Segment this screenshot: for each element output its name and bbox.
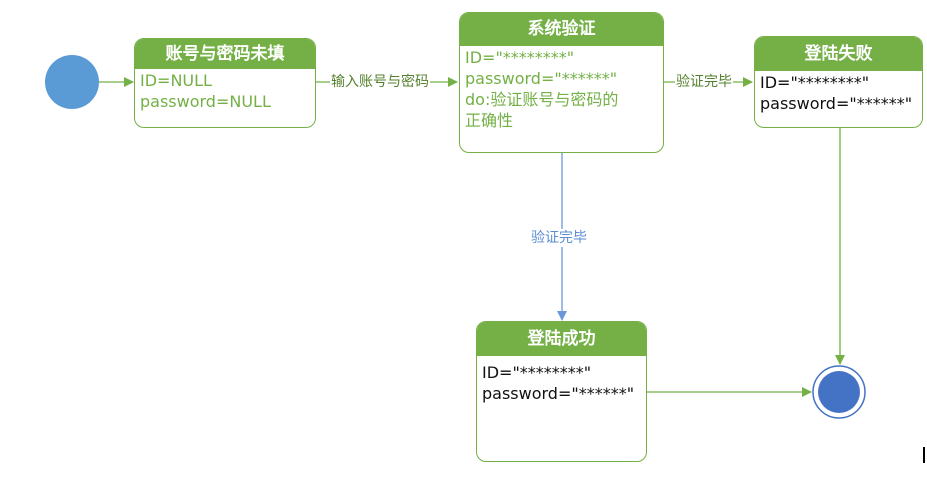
state-success-line: ID="********" — [482, 363, 592, 382]
state-verify-line: password="******" — [465, 69, 618, 88]
state-empty-line: ID=NULL — [140, 71, 212, 90]
state-success: 登陆成功 ID="********" password="******" — [476, 321, 647, 462]
state-success-title: 登陆成功 — [477, 322, 646, 356]
state-verify-line: do:验证账号与密码的 — [465, 90, 619, 109]
state-empty-line: password=NULL — [140, 92, 271, 111]
state-verify-line: 正确性 — [465, 111, 514, 130]
edge-label-done-success: 验证完毕 — [530, 229, 588, 247]
state-empty-title: 账号与密码未填 — [135, 39, 315, 69]
text-cursor — [923, 447, 925, 463]
state-fail-body: ID="********" password="******" — [755, 71, 922, 114]
edge-label-done-fail: 验证完毕 — [675, 73, 733, 91]
state-success-body: ID="********" password="******" — [477, 356, 646, 404]
start-state — [45, 55, 99, 109]
state-verify-title: 系统验证 — [460, 13, 663, 46]
state-verify: 系统验证 ID="********" password="******" do:… — [459, 12, 664, 153]
state-fail-title: 登陆失败 — [755, 37, 922, 71]
end-state — [818, 371, 860, 413]
state-fail-line: password="******" — [760, 94, 913, 113]
state-verify-body: ID="********" password="******" do:验证账号与… — [460, 46, 663, 131]
state-fail: 登陆失败 ID="********" password="******" — [754, 36, 923, 128]
state-verify-line: ID="********" — [465, 48, 575, 67]
state-fail-line: ID="********" — [760, 73, 870, 92]
state-success-line: password="******" — [482, 384, 635, 403]
edge-label-input: 输入账号与密码 — [330, 73, 430, 91]
state-empty-body: ID=NULL password=NULL — [135, 69, 315, 112]
state-empty: 账号与密码未填 ID=NULL password=NULL — [134, 38, 316, 128]
